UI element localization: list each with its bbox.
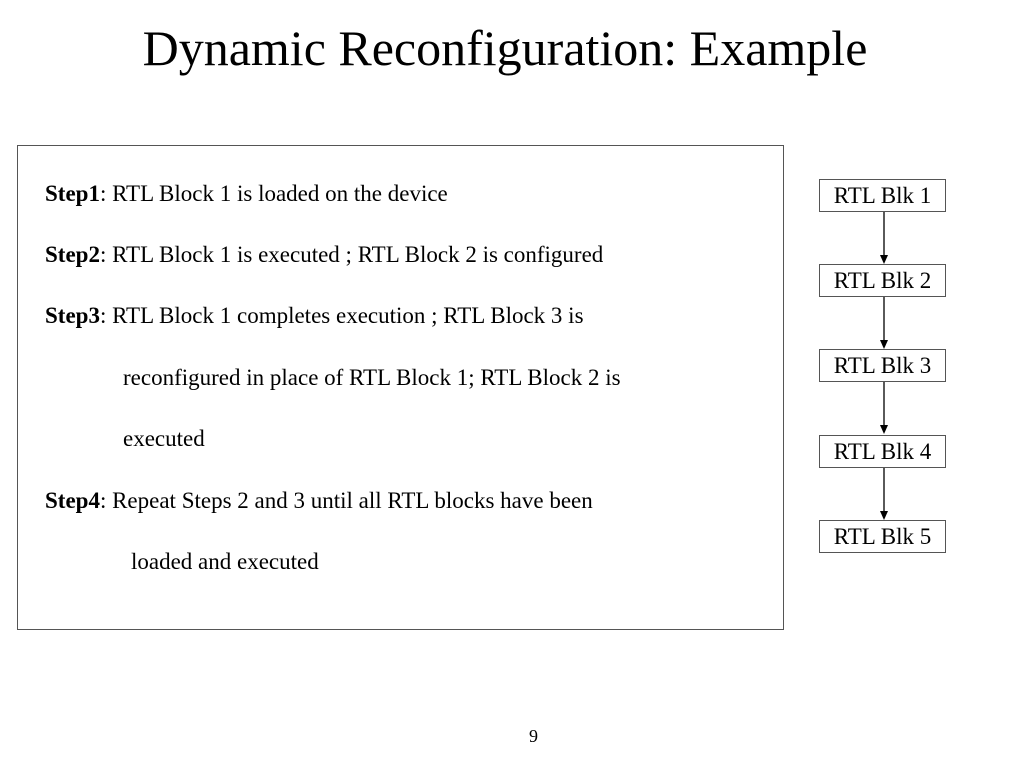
step-3-continuation-2: executed [123,426,205,451]
flow-arrow-down-icon [880,468,888,520]
step-2-label: Step2 [45,242,100,267]
flow-block-3: RTL Blk 3 [819,349,946,382]
step-1-text: : RTL Block 1 is loaded on the device [99,181,448,206]
flow-arrow-down-icon [880,382,888,434]
flow-block-2: RTL Blk 2 [819,264,946,297]
step-1-label: Step1 [45,181,100,206]
flow-arrow-down-icon [880,297,888,349]
step-2: Step2: RTL Block 1 is executed ; RTL Blo… [45,241,603,269]
flow-block-1: RTL Blk 1 [819,179,946,212]
slide-title: Dynamic Reconfiguration: Example [142,20,868,76]
step-3-text: : RTL Block 1 completes execution ; RTL … [99,303,584,328]
step-3-label: Step3 [45,303,100,328]
flow-block-4: RTL Blk 4 [819,435,946,468]
step-3: Step3: RTL Block 1 completes execution ;… [45,302,584,330]
step-1: Step1: RTL Block 1 is loaded on the devi… [45,180,448,208]
step-4-text: : Repeat Steps 2 and 3 until all RTL blo… [99,488,593,513]
page-number: 9 [529,726,538,746]
flow-block-5: RTL Blk 5 [819,520,946,553]
step-4-label: Step4 [45,488,100,513]
flow-arrow-down-icon [880,212,888,264]
steps-box: Step1: RTL Block 1 is loaded on the devi… [17,145,784,630]
step-3-continuation-1: reconfigured in place of RTL Block 1; RT… [123,365,621,390]
step-4-continuation-1: loaded and executed [131,549,319,574]
step-4: Step4: Repeat Steps 2 and 3 until all RT… [45,487,593,515]
step-2-text: : RTL Block 1 is executed ; RTL Block 2 … [99,242,604,267]
